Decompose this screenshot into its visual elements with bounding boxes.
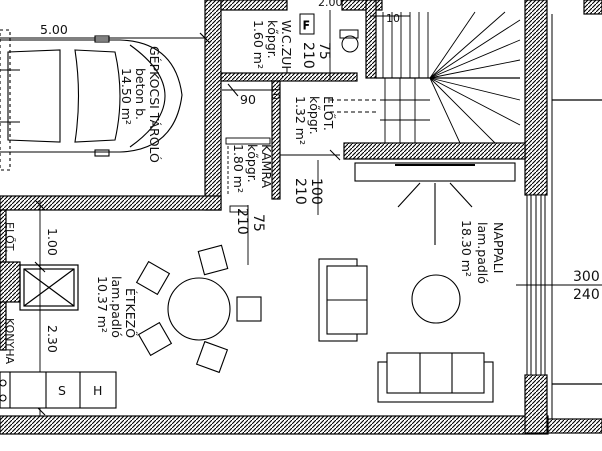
door-height: 210 — [292, 178, 308, 205]
dim-left-230: 2.30 — [45, 325, 60, 353]
wall-far-right — [583, 0, 602, 15]
wc-fixtures: F — [299, 13, 359, 53]
etkezo-name: ÉTKEZŐ — [123, 288, 138, 338]
hob-label: H — [93, 383, 102, 398]
kamra-shelves — [225, 137, 271, 196]
coffee-table — [411, 274, 461, 324]
garage-floor: beton b. — [133, 68, 148, 120]
wc-door-h: 210 — [300, 42, 316, 69]
dim-top-cut: 2.00 — [318, 0, 343, 9]
konyha-name: KONYHA — [3, 318, 16, 364]
wall-right-lower — [524, 374, 548, 434]
wall-right-upper — [524, 0, 548, 196]
chimney — [19, 264, 79, 311]
dim-stair-10: 10 — [386, 12, 400, 25]
wc-floor: kőpgr. — [265, 20, 280, 59]
dim-hall-90: 90 — [240, 92, 256, 107]
wall-stair-bottom — [343, 142, 526, 160]
nappali-floor: lam.padló — [475, 222, 490, 284]
dim-hall-10: 10 — [269, 86, 282, 100]
wc-door-w: 75 — [316, 42, 332, 60]
wall-top-mid — [341, 0, 383, 11]
garage-area: 14.50 m² — [119, 68, 134, 125]
etkezo-floor: lam.padló — [109, 276, 124, 338]
sink-label: S — [58, 383, 66, 398]
etkezo-area: 10.37 m² — [95, 276, 110, 333]
wall-bottom — [0, 415, 549, 435]
wall-left-stub — [0, 261, 21, 303]
wall-garage-bottom — [0, 195, 222, 211]
car — [0, 29, 183, 171]
eloter-name: ELŐT. — [3, 222, 17, 253]
hall-floor: kőpgr. — [307, 96, 322, 135]
walls — [0, 0, 602, 435]
kamra-door-w: 75 — [250, 214, 266, 232]
kamra-floor: kőpgr. — [245, 144, 260, 183]
dim-garage-width: 5.00 — [40, 22, 68, 37]
kitchen-counter — [0, 371, 117, 409]
wall-corridor — [271, 80, 281, 200]
dim-left-100: 1.00 — [45, 228, 60, 256]
kamra-name: KAMRA — [259, 144, 274, 188]
staircase — [330, 11, 521, 144]
right-strip — [551, 0, 602, 419]
wc-area: 1.60 m² — [251, 20, 266, 69]
tv-cabinet — [354, 162, 516, 182]
dim-window-300: 300 — [573, 269, 600, 285]
dining-set — [135, 244, 262, 374]
wc-name: W.C.ZUH. — [279, 20, 294, 78]
nappali-furniture — [318, 162, 516, 403]
wall-stair-left — [365, 0, 377, 79]
wall-bottom-right — [547, 418, 602, 434]
hall-area: 1.32 m² — [293, 96, 308, 145]
nappali-area: 18.30 m² — [459, 220, 474, 277]
kamra-area: 1.80 m² — [231, 144, 246, 193]
svg-text:F: F — [303, 19, 309, 32]
wall-garage-right — [204, 0, 222, 211]
wall-wc-bottom — [220, 72, 358, 82]
dining-table — [167, 277, 231, 341]
nappali-name: NAPPALI — [491, 222, 506, 273]
kamra-door-h: 210 — [234, 208, 250, 235]
dim-window-240: 240 — [573, 287, 600, 303]
wall-top-left — [220, 0, 288, 11]
garage-name: GÉPKOCSI TÁROLÓ — [147, 46, 162, 163]
door-width: 100 — [308, 178, 324, 205]
hall-name: ELŐT. — [321, 96, 336, 131]
